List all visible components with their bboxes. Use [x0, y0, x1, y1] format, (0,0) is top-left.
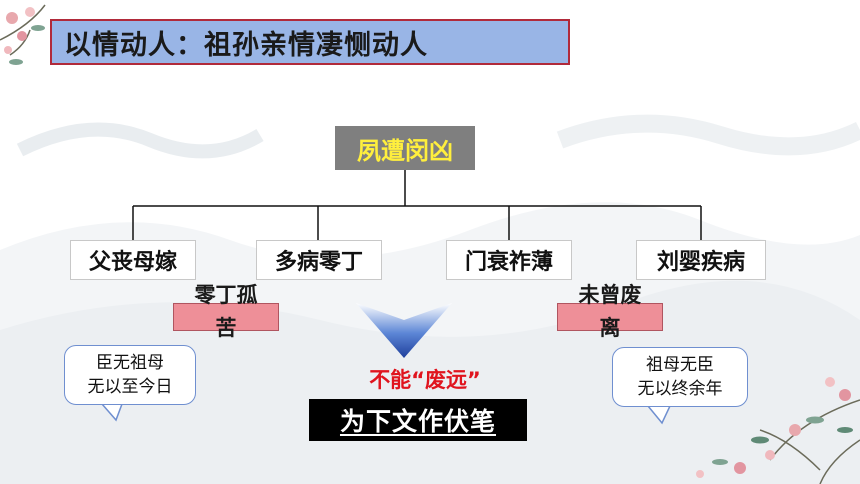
down-arrow-icon — [356, 303, 452, 358]
conclusion-box: 为下文作伏笔 — [309, 399, 527, 441]
bubble-left-line1: 臣无祖母 — [96, 353, 164, 373]
root-node: 夙遭闵凶 — [335, 126, 475, 170]
child-node-2: 多病零丁 — [256, 240, 382, 280]
flower-branch-icon — [696, 377, 860, 484]
speech-bubble-right: 祖母无臣 无以终余年 — [612, 347, 748, 407]
connector-lines — [132, 170, 702, 240]
bubble-right-line2: 无以终余年 — [637, 379, 723, 399]
page-title: 以情动人：祖孙亲情凄恻动人 — [50, 19, 570, 65]
pink-label-left: 零丁孤 苦 — [173, 284, 279, 339]
conclusion-box-text: 为下文作伏笔 — [339, 407, 496, 436]
child-node-1: 父丧母嫁 — [70, 240, 196, 280]
bubble-left-line2: 无以至今日 — [87, 377, 173, 397]
child-node-4: 刘婴疾病 — [636, 240, 766, 280]
pink-label-right-line2: 离 — [599, 316, 621, 340]
child-node-3: 门衰祚薄 — [446, 240, 572, 280]
pink-label-left-line1: 零丁孤 — [194, 283, 258, 307]
pink-label-right: 未曾废 离 — [557, 284, 663, 339]
flower-branch-icon — [0, 4, 46, 65]
pink-label-left-line2: 苦 — [215, 316, 237, 340]
speech-bubble-left: 臣无祖母 无以至今日 — [64, 345, 196, 405]
conclusion-red-text: 不能“废远” — [369, 368, 481, 392]
pink-label-right-line1: 未曾废 — [578, 283, 642, 307]
bubble-right-line1: 祖母无臣 — [646, 355, 714, 375]
